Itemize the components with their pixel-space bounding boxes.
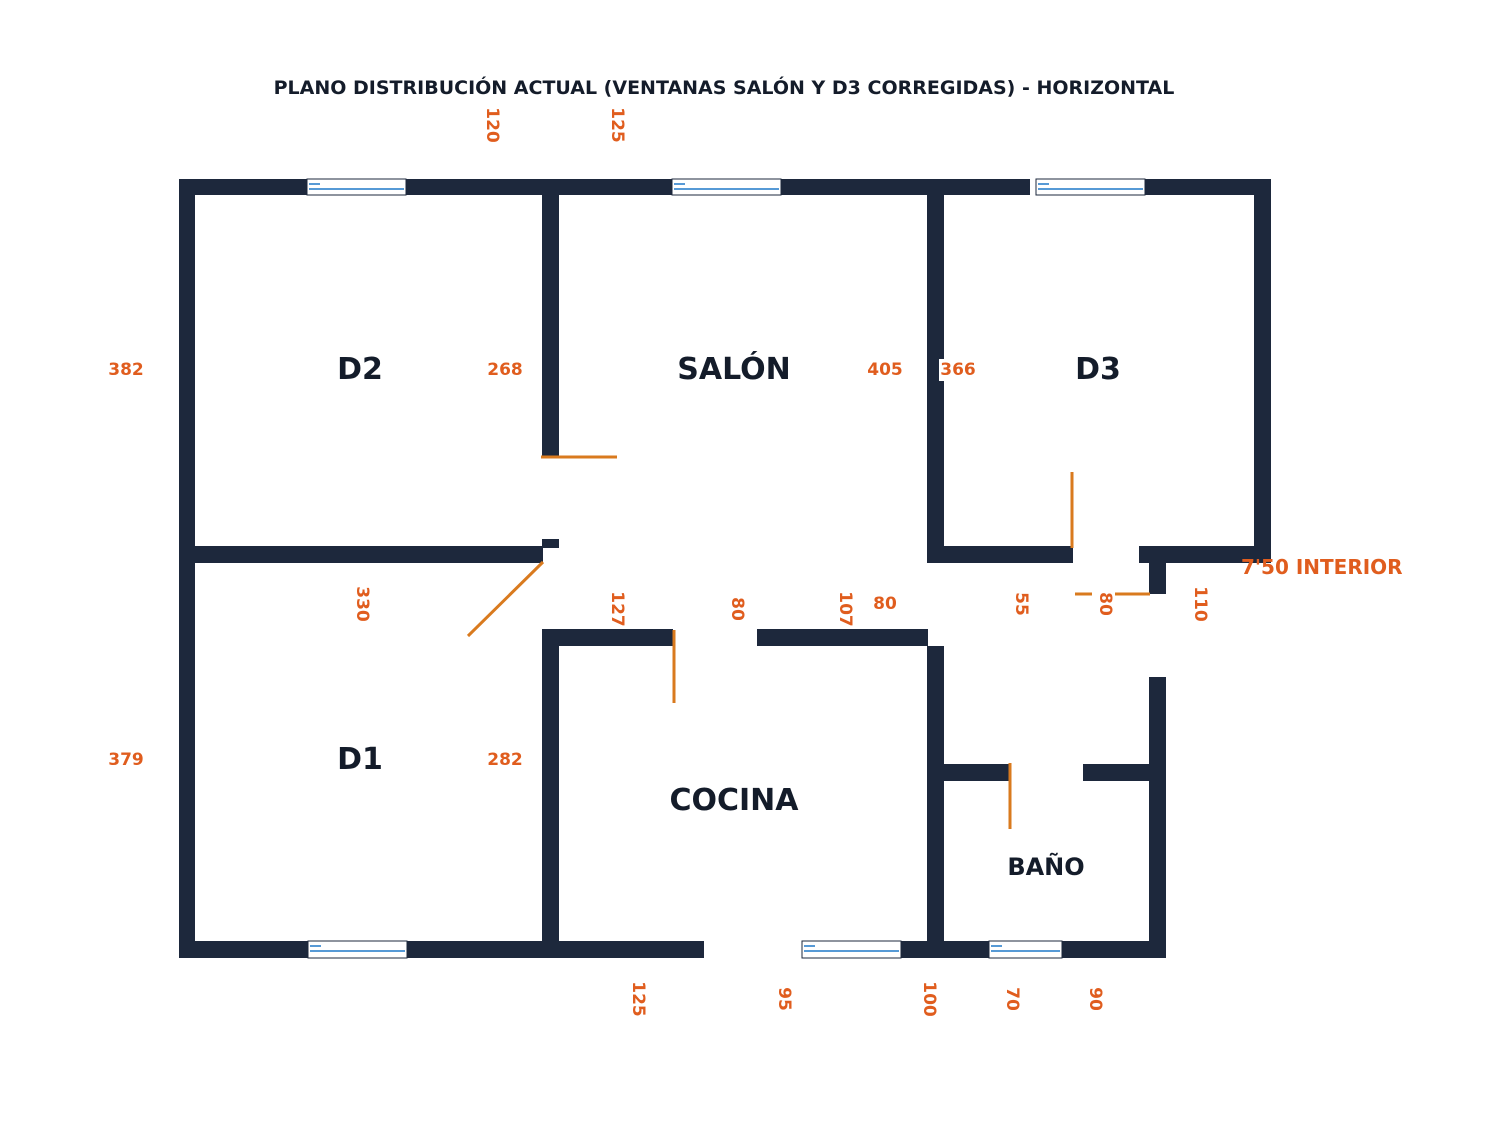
dim-left-379: 379 <box>108 750 144 770</box>
room-label-cocina: COCINA <box>669 783 799 818</box>
dim-bottom-100: 100 <box>919 981 939 1017</box>
window-d2 <box>306 178 407 196</box>
window-salon <box>671 178 782 196</box>
walls <box>179 179 1271 958</box>
wall-stub-d2 <box>542 539 559 548</box>
dimensions: 120 125 330 127 80 107 55 80 110 125 95 … <box>108 107 1402 1017</box>
room-label-d3: D3 <box>1075 352 1121 387</box>
dim-bottom-125: 125 <box>628 981 648 1017</box>
doors <box>466 455 1150 829</box>
wall-cocina-top-right <box>757 629 928 646</box>
window-bano <box>988 940 1063 959</box>
dim-top-125: 125 <box>607 107 627 143</box>
dim-mid-127: 127 <box>607 591 627 627</box>
wall-d3-bottom-left <box>927 546 1073 563</box>
dim-mid-80b: 80 <box>873 594 897 614</box>
plan-title: PLANO DISTRIBUCIÓN ACTUAL (VENTANAS SALÓ… <box>274 75 1175 99</box>
dim-d3-366-bg <box>939 359 977 381</box>
wall-cocina-bano <box>927 646 944 958</box>
wall-d2-d1 <box>179 546 543 563</box>
dim-mid-80c: 80 <box>1095 592 1115 616</box>
wall-bano-top-left <box>927 764 1009 781</box>
wall-salon-d3 <box>927 179 944 563</box>
dim-d1-282: 282 <box>487 750 523 770</box>
wall-bano-right <box>1149 677 1166 958</box>
room-label-d2: D2 <box>337 352 383 387</box>
dim-bottom-95: 95 <box>774 987 794 1011</box>
dim-top-120: 120 <box>482 107 502 143</box>
wall-cocina-top-left <box>542 629 673 646</box>
room-label-salon: SALÓN <box>677 350 790 387</box>
dim-left-382: 382 <box>108 360 144 380</box>
wall-right-upper <box>1254 179 1271 563</box>
wall-d3-bottom-right <box>1139 546 1271 563</box>
dim-mid-110: 110 <box>1190 586 1210 622</box>
window-d3 <box>1035 178 1146 196</box>
dim-bottom-90: 90 <box>1085 987 1105 1011</box>
room-label-d1: D1 <box>337 742 383 777</box>
dim-mid-55: 55 <box>1011 592 1031 616</box>
wall-bano-top-right <box>1083 764 1166 781</box>
window-d1 <box>307 940 408 959</box>
room-labels: D2 SALÓN D3 D1 COCINA BAÑO <box>337 350 1121 881</box>
dim-bottom-70: 70 <box>1002 987 1022 1011</box>
wall-left <box>179 179 195 958</box>
dim-d3-366: 366 <box>940 360 976 380</box>
dim-interior-750: 7'50 INTERIOR <box>1241 555 1403 579</box>
dim-mid-330: 330 <box>352 586 372 622</box>
dim-d2-268: 268 <box>487 360 523 380</box>
dim-mid-80a: 80 <box>727 597 747 621</box>
wall-d1-cocina <box>542 629 559 958</box>
door-d1 <box>466 560 545 638</box>
wall-bottom-left <box>179 941 704 958</box>
room-label-bano: BAÑO <box>1007 852 1084 881</box>
window-cocina <box>801 940 902 959</box>
dim-salon-405: 405 <box>867 360 903 380</box>
dim-mid-107: 107 <box>835 591 855 627</box>
wall-d2-salon <box>542 179 559 456</box>
wall-d3-stub <box>1149 546 1166 594</box>
windows <box>306 178 1146 959</box>
